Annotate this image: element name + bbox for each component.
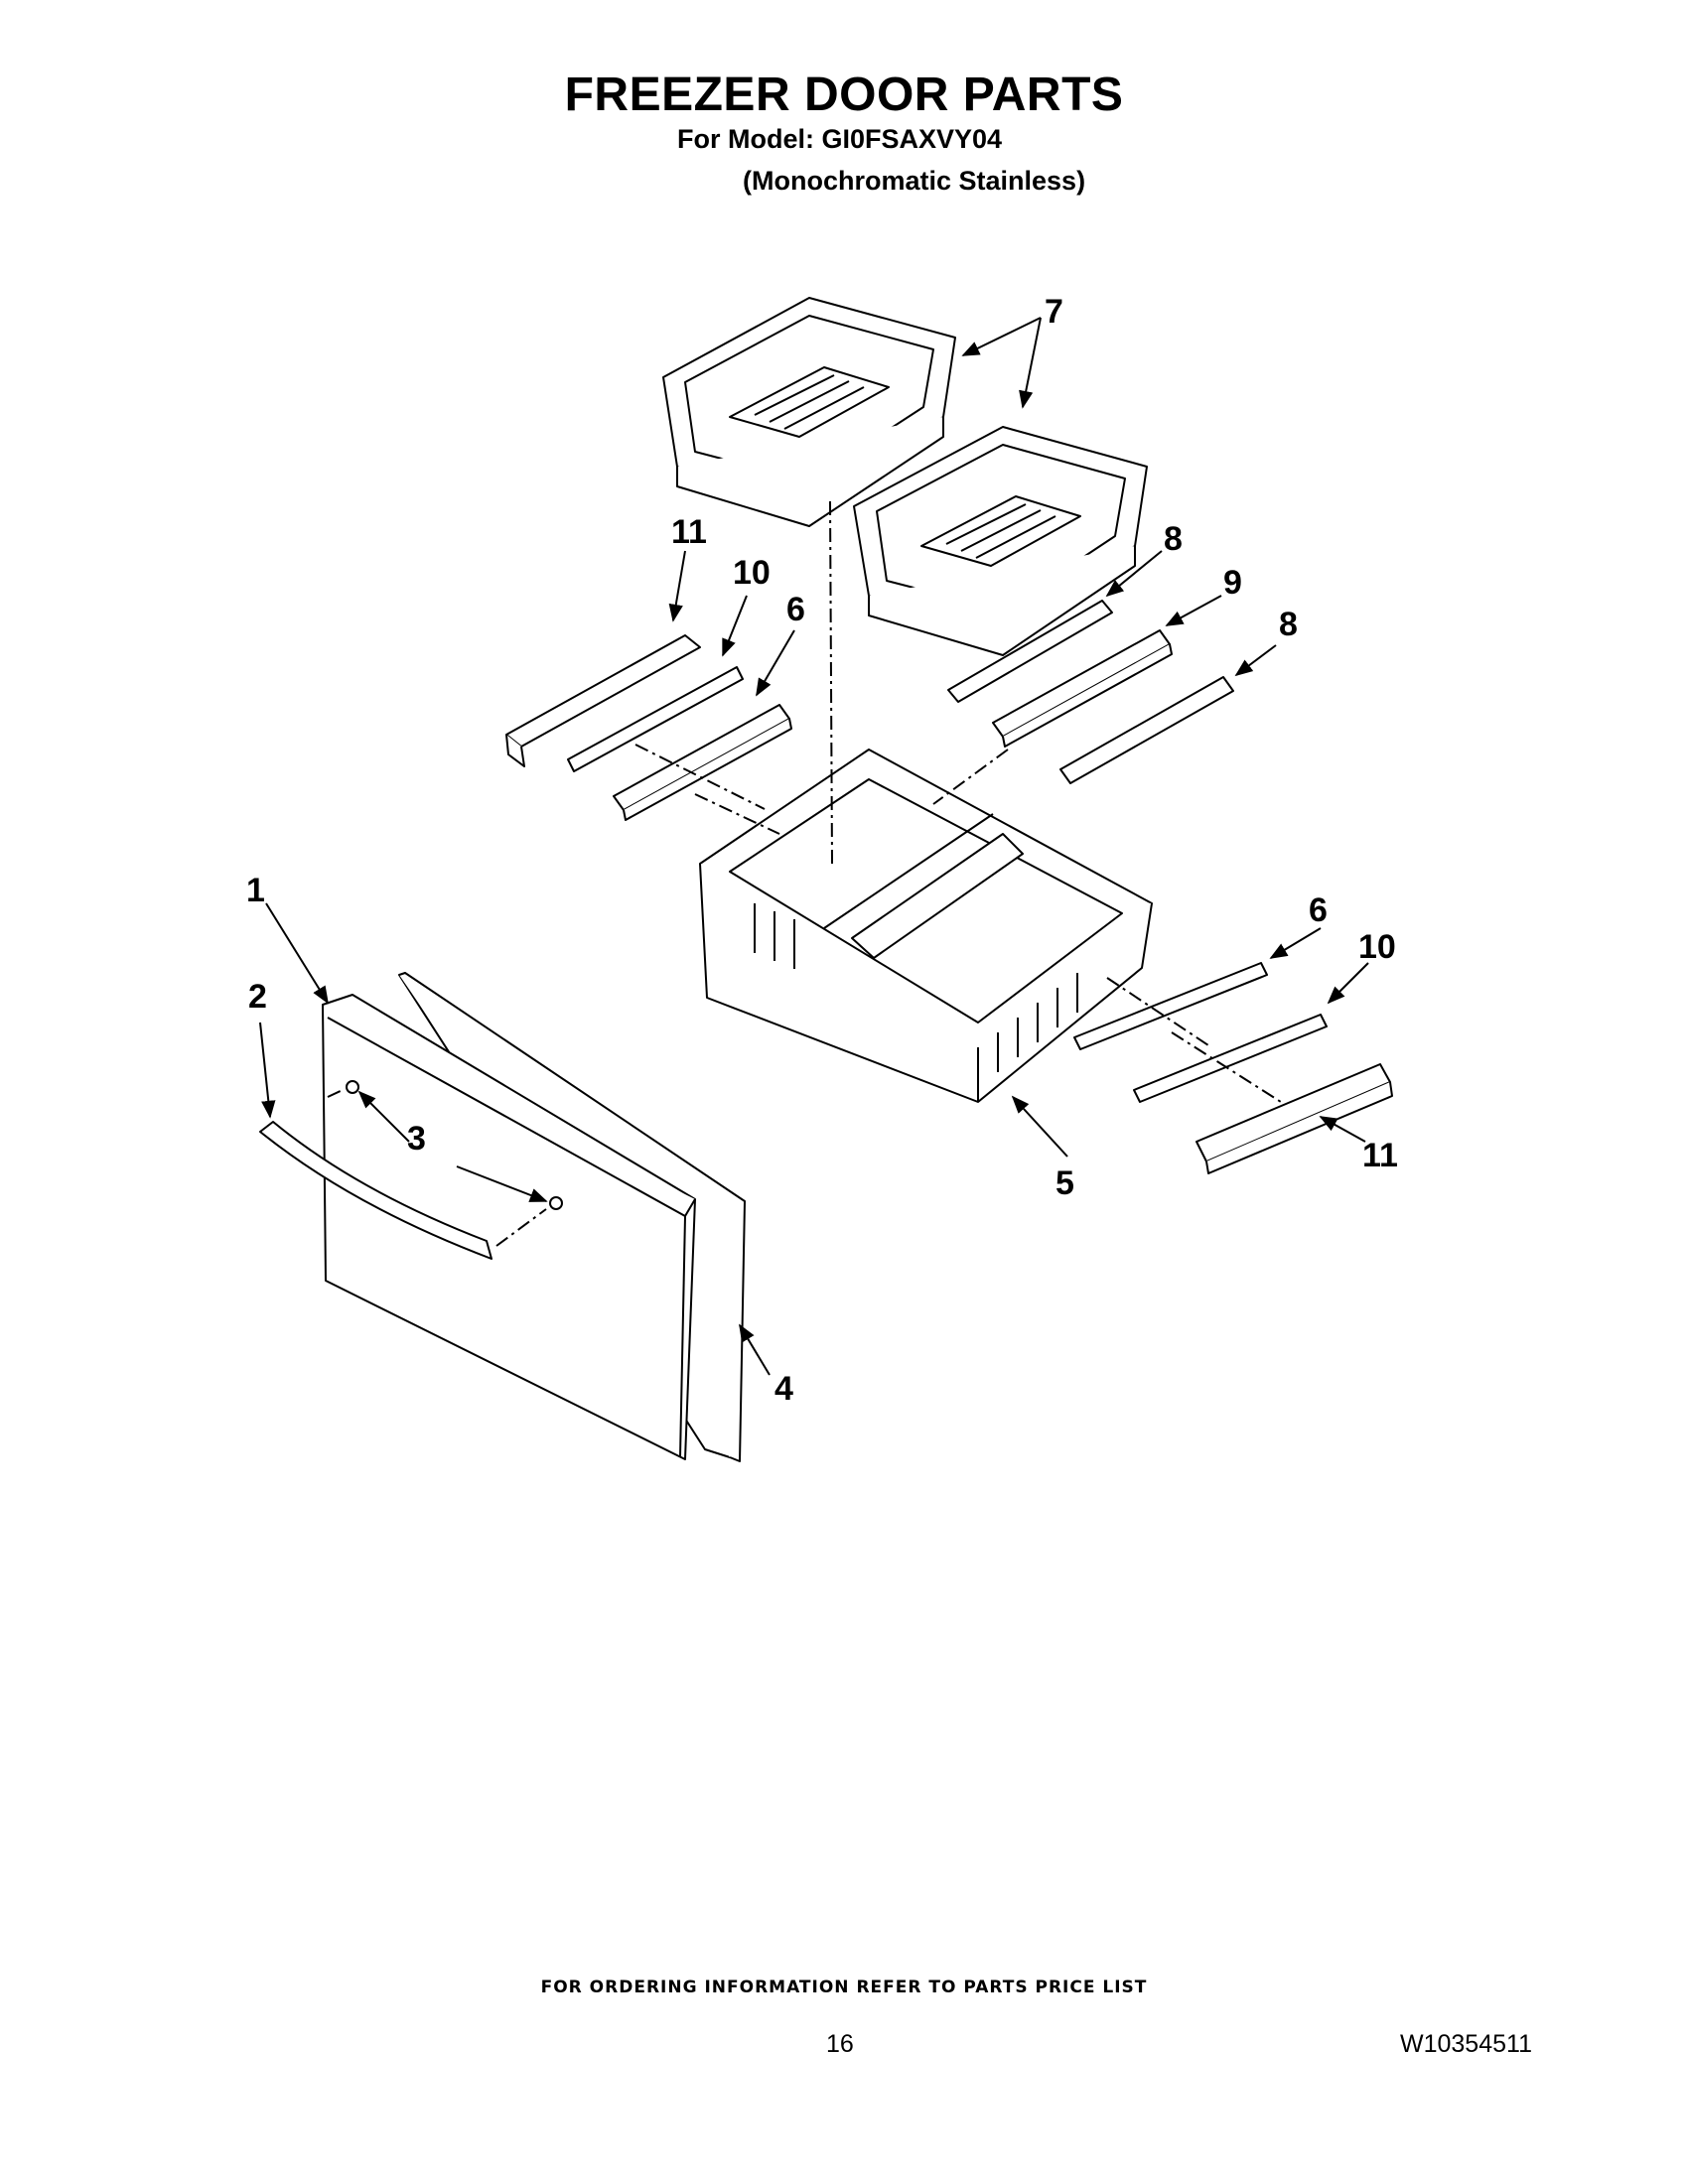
callout-8-upper: 8: [1164, 520, 1183, 558]
rail-cover-right: [1196, 1063, 1393, 1174]
finish-line: (Monochromatic Stainless): [743, 166, 1086, 196]
lower-basket: [699, 749, 1153, 1103]
callout-7: 7: [1045, 293, 1063, 331]
callout-6-right: 6: [1309, 891, 1328, 929]
model-line: For Model: GI0FSAXVY04: [677, 124, 1003, 154]
callout-6-left: 6: [786, 591, 805, 628]
slide-assembly-right: [1073, 962, 1268, 1050]
slide-rail-upper-a: [947, 600, 1113, 703]
slide-assembly-left: [613, 704, 792, 821]
callout-5: 5: [1055, 1164, 1074, 1202]
upper-basket-left: [662, 297, 956, 527]
handle-screw-2: [549, 1196, 563, 1210]
page-title: FREEZER DOOR PARTS: [564, 68, 1124, 121]
callout-1: 1: [246, 872, 265, 909]
callout-8-lower: 8: [1279, 606, 1298, 643]
handle-screw-1: [346, 1080, 359, 1094]
slide-rail-left: [567, 666, 744, 772]
callout-11-right: 11: [1362, 1137, 1398, 1174]
page-number: 16: [826, 2030, 854, 2058]
upper-basket-right: [853, 426, 1148, 656]
callout-11-left: 11: [671, 513, 707, 551]
callout-10-left: 10: [733, 554, 771, 592]
callout-2: 2: [248, 978, 267, 1016]
slide-rail-right: [1133, 1014, 1328, 1103]
document-number: W10354511: [1400, 2030, 1532, 2058]
ordering-note: FOR ORDERING INFORMATION REFER TO PARTS …: [540, 1978, 1148, 1997]
door-handle: [259, 1121, 492, 1260]
slide-rail-center: [992, 629, 1173, 748]
rail-cover-left: [505, 634, 701, 767]
callout-10-right: 10: [1358, 928, 1396, 966]
callout-9: 9: [1223, 564, 1242, 602]
slide-rail-upper-b: [1059, 676, 1234, 784]
callout-4: 4: [774, 1370, 793, 1408]
callout-3: 3: [407, 1120, 426, 1158]
freezer-door: [322, 994, 696, 1460]
